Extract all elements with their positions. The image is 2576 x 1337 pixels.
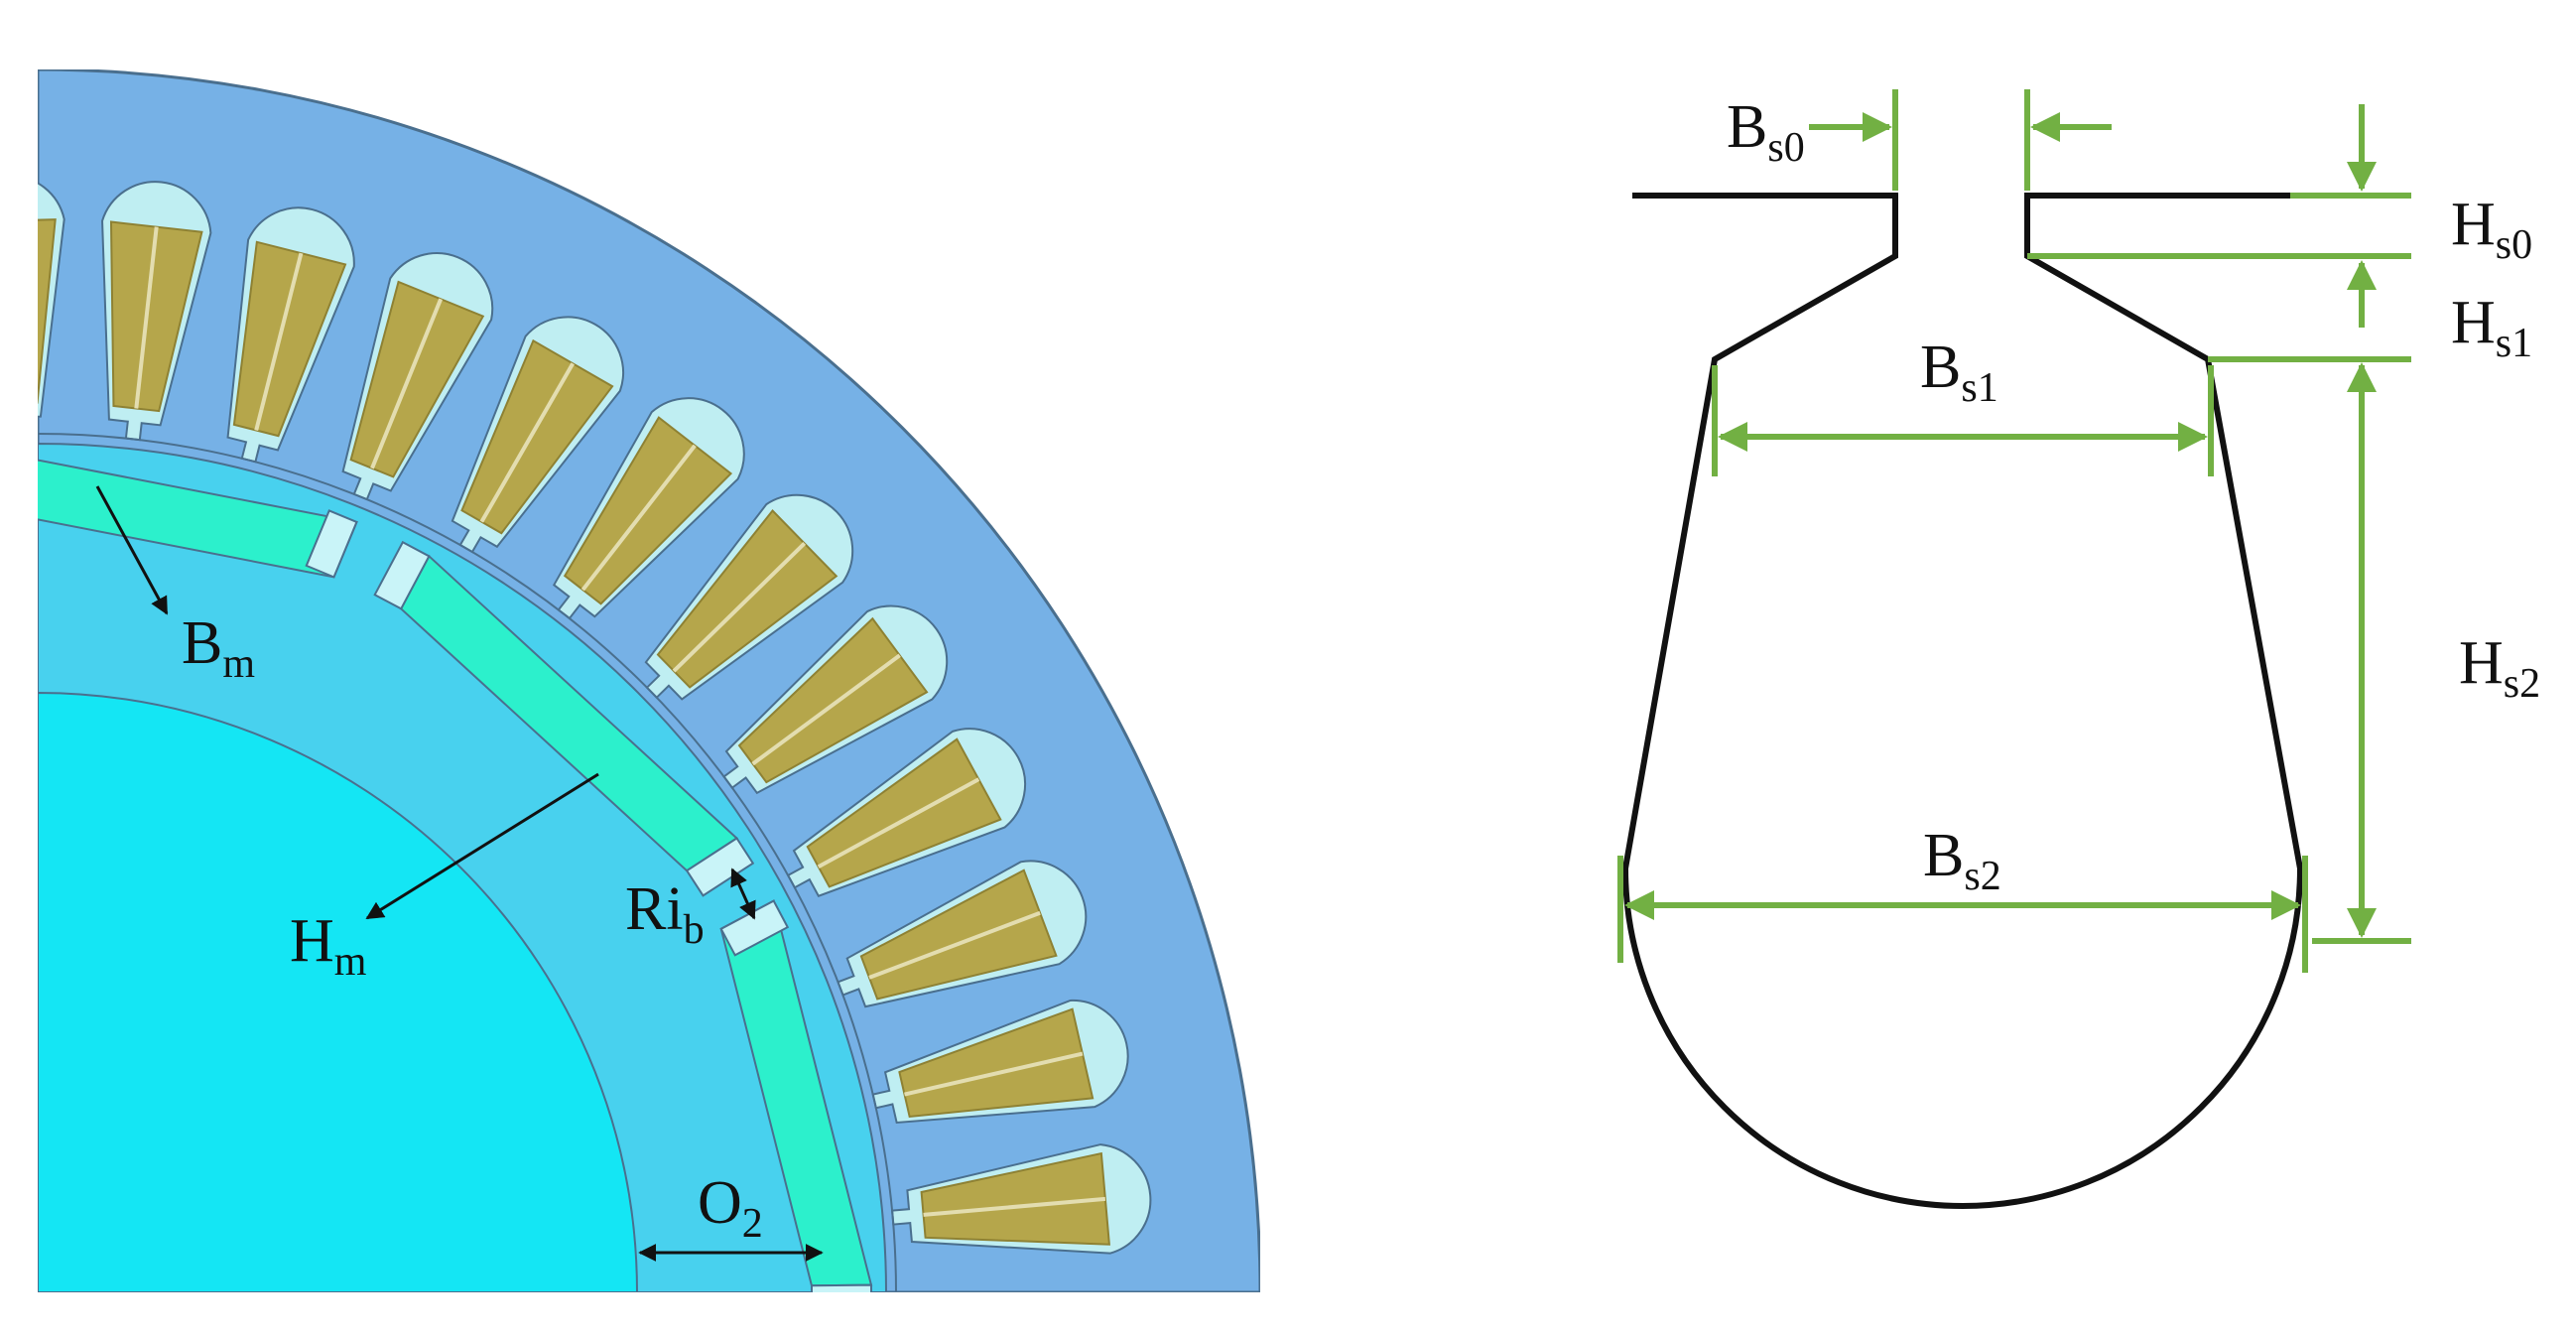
bs2-label: Bs2 xyxy=(1923,822,2001,899)
magnet-end-barrier xyxy=(685,837,755,897)
stator-slot xyxy=(341,252,494,501)
hs1-label: Hs1 xyxy=(2451,289,2532,366)
slot-geometry-diagram xyxy=(1617,89,2411,1209)
slot-winding xyxy=(898,1007,1095,1119)
bm-label: Bm xyxy=(182,609,255,687)
slot-winding xyxy=(232,240,347,438)
stator-slot xyxy=(101,181,212,442)
stator-slot xyxy=(226,206,355,464)
hm-label: Hm xyxy=(290,907,367,985)
winding-divider xyxy=(479,362,575,523)
stator-slot xyxy=(644,493,854,701)
slot-winding xyxy=(38,218,57,405)
stator-slot xyxy=(451,316,624,554)
winding-divider xyxy=(10,220,15,403)
slot-outline xyxy=(1621,193,2304,1209)
stator-slot xyxy=(786,728,1027,897)
stator-slots xyxy=(10,174,1152,1255)
hs0-label: Hs0 xyxy=(2451,191,2532,268)
magnet-end-barrier xyxy=(810,1283,873,1292)
winding-divider xyxy=(370,298,444,469)
winding-divider xyxy=(672,542,807,673)
winding-divider xyxy=(134,226,159,409)
winding-divider xyxy=(868,910,1041,980)
stator-slot xyxy=(891,1143,1152,1255)
rib-label: Rib xyxy=(625,875,705,953)
rotor-magnets xyxy=(1,459,873,1292)
slot-winding xyxy=(806,737,1002,888)
slot-winding xyxy=(920,1151,1110,1246)
bm-arrow xyxy=(95,485,169,615)
magnet-end-barrier xyxy=(305,509,358,579)
stator-slot xyxy=(722,604,949,795)
hs2-label: Hs2 xyxy=(2459,629,2540,707)
stator-slot xyxy=(10,174,65,436)
slot-winding xyxy=(460,338,614,535)
shaft xyxy=(38,691,639,1292)
slot-winding xyxy=(859,869,1058,1001)
o2-label: O2 xyxy=(698,1169,763,1247)
slot-liner xyxy=(38,174,65,436)
magnet-end-barrier xyxy=(1,459,32,518)
slot-winding xyxy=(109,220,203,413)
winding-divider xyxy=(923,1196,1106,1217)
stator-slot xyxy=(552,397,745,620)
winding-divider xyxy=(254,252,304,431)
air-gap-line xyxy=(38,433,897,1292)
stator-slot xyxy=(837,860,1088,1008)
hm-arrow xyxy=(365,772,599,920)
magnet-end-barrier xyxy=(373,540,431,610)
motor-cross-section xyxy=(1,69,1260,1292)
winding-divider xyxy=(580,444,697,592)
winding-divider xyxy=(904,1051,1084,1097)
bs1-label: Bs1 xyxy=(1920,334,1998,411)
rib-arrow xyxy=(730,868,756,920)
stator-slot xyxy=(871,999,1129,1125)
winding-divider xyxy=(817,777,980,869)
bs0-label: Bs0 xyxy=(1727,93,1805,171)
slot-winding xyxy=(349,280,485,478)
winding-divider xyxy=(751,653,901,766)
